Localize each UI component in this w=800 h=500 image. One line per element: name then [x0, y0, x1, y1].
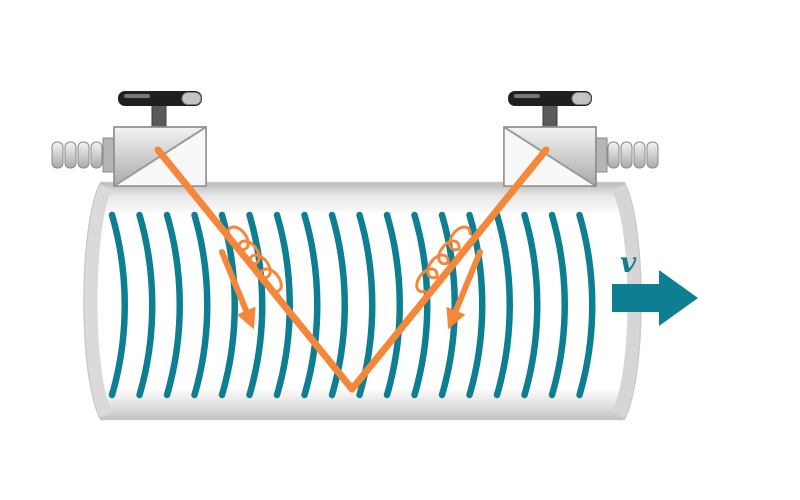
- sound-wave-coil-left-icon: [226, 225, 283, 294]
- hose-rib: [64, 141, 77, 169]
- ribbed-hose-right: [593, 137, 659, 173]
- hose-rib: [620, 141, 633, 169]
- downstream-direction-arrow: [219, 249, 256, 330]
- sound-wave-coil-right-icon: [415, 225, 472, 294]
- hose-rib: [607, 141, 620, 169]
- upstream-direction-arrow: [446, 249, 483, 330]
- valve-handle-highlight: [514, 94, 540, 98]
- flow-direction-arrow-icon: [612, 270, 698, 326]
- velocity-label: v: [620, 246, 637, 279]
- hose-rib: [633, 141, 646, 169]
- valve-body-outline: [503, 126, 597, 187]
- pipe-top-band: [84, 183, 641, 213]
- flow-indicator: v: [612, 246, 698, 326]
- valve-handle-end-cap: [181, 92, 202, 105]
- beam-v-path: [154, 146, 550, 393]
- valve-diagonal: [503, 126, 597, 187]
- left-transducer: [51, 91, 207, 187]
- hose-rib: [90, 141, 103, 169]
- valve-handle-end-cap: [571, 92, 592, 105]
- right-transducer: [503, 91, 659, 187]
- pipe-left-end-cap: [84, 184, 112, 418]
- hose-rib: [646, 141, 659, 169]
- valve-handle-highlight: [124, 94, 150, 98]
- ribbed-hose-left: [51, 137, 117, 173]
- hose-rib: [77, 141, 90, 169]
- hose-rib: [51, 141, 64, 169]
- valve-body-outline: [113, 126, 207, 187]
- ultrasonic-beam: [154, 146, 550, 393]
